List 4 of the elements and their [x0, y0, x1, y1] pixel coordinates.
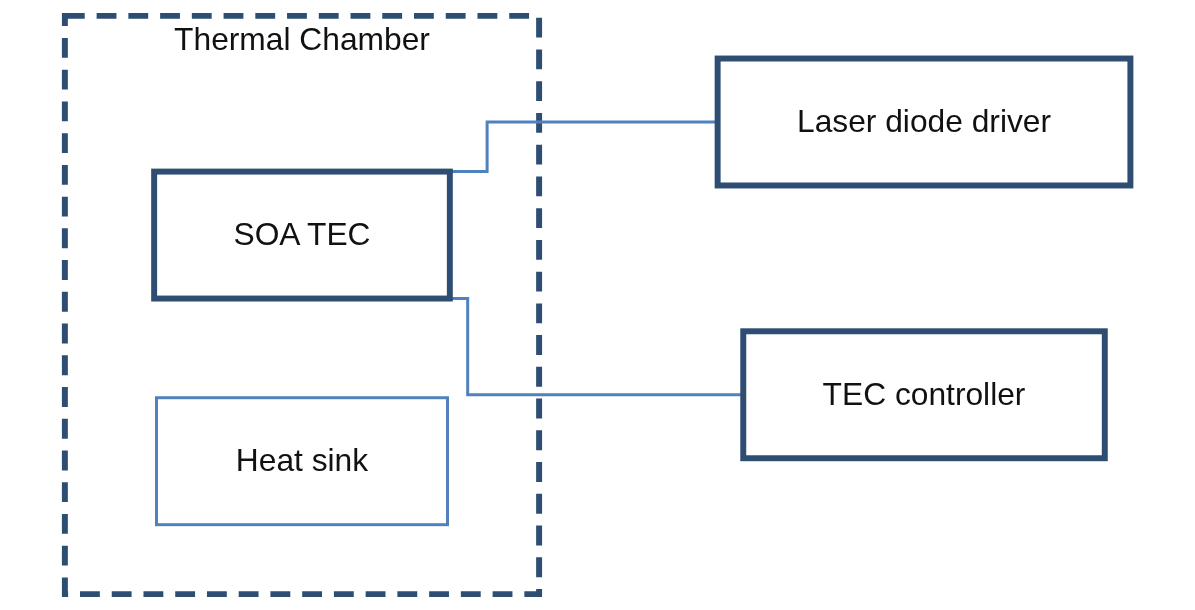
node-box: Heat sink [154, 396, 449, 527]
node-box: SOA TEC [151, 168, 453, 302]
node-box: TEC controller [740, 328, 1108, 462]
node-box: Laser diode driver [714, 55, 1134, 189]
